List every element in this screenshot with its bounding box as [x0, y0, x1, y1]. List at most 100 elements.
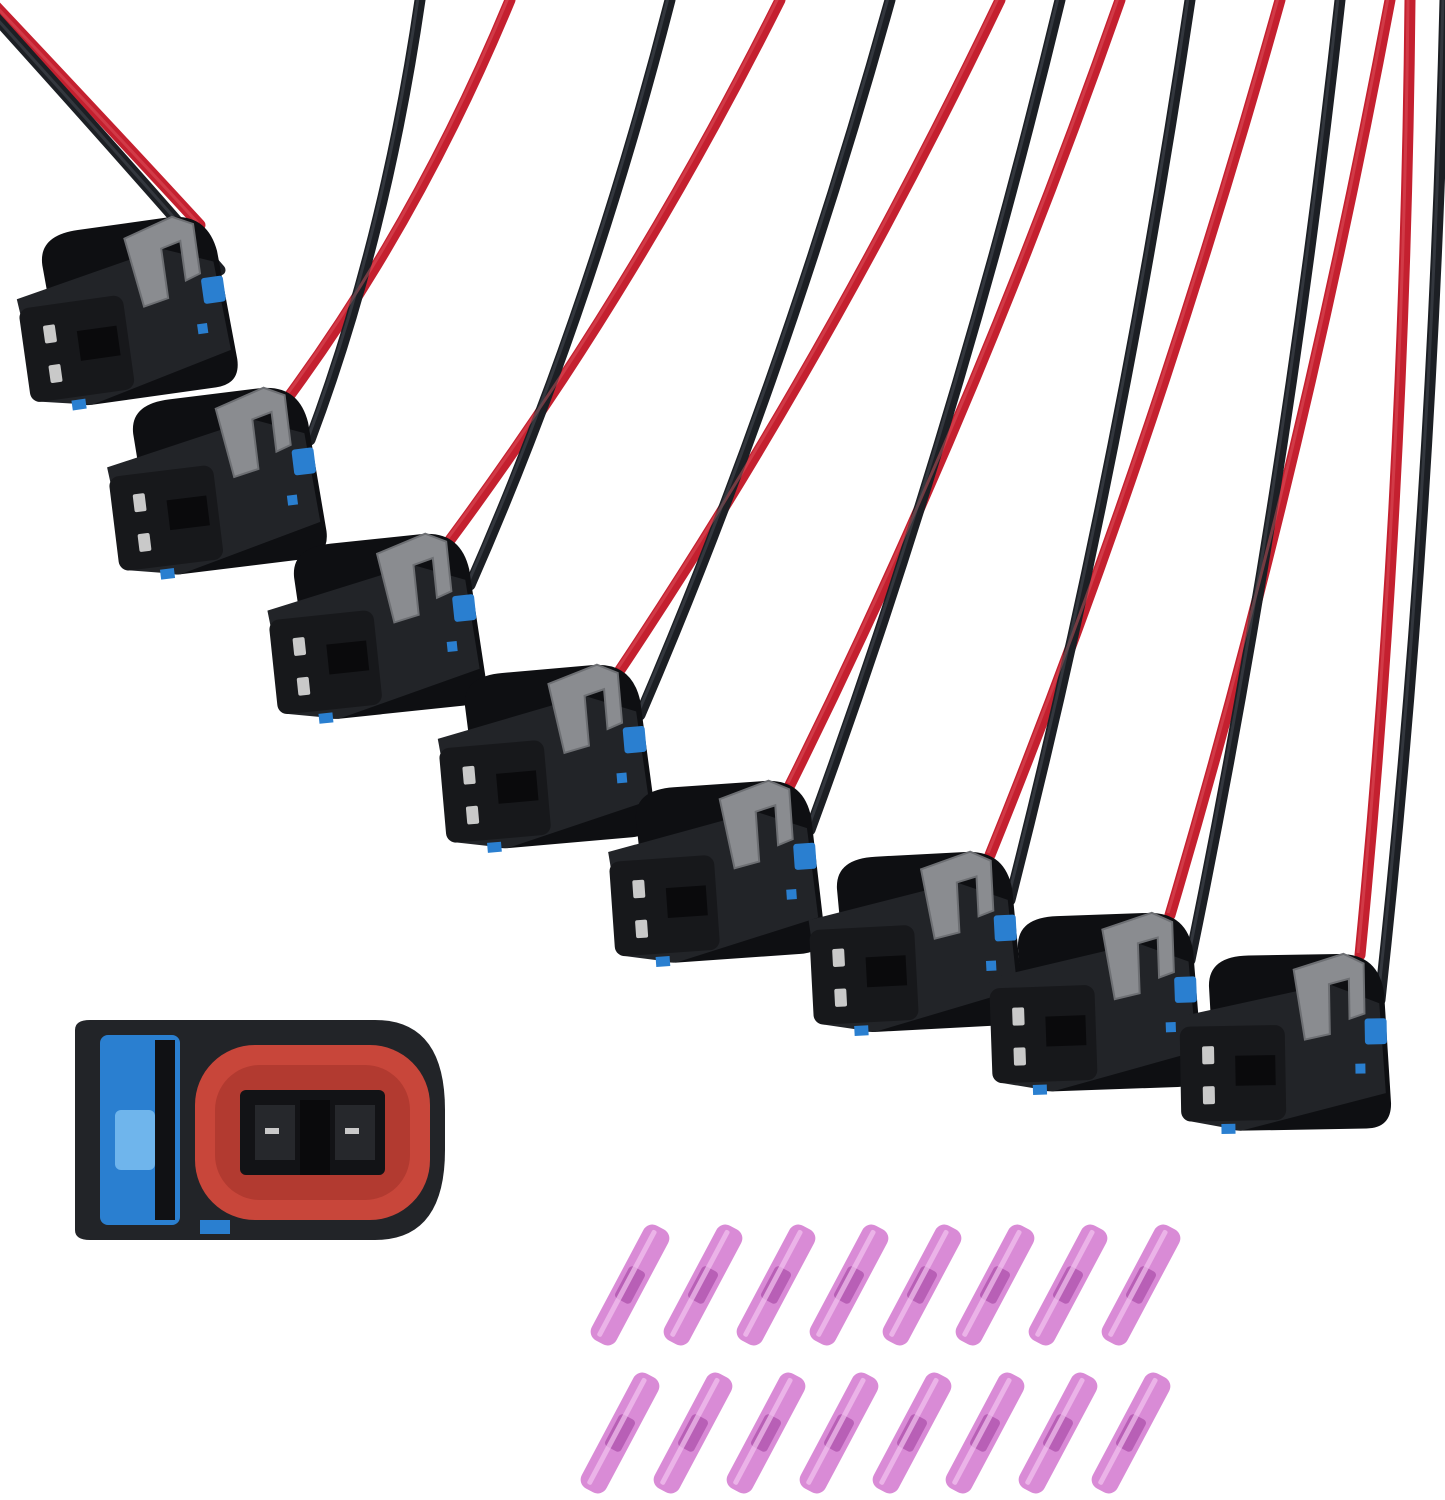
black-wire	[304, 0, 426, 446]
gray-latch	[375, 532, 453, 624]
terminal-slot	[462, 765, 476, 785]
tube-highlight	[1108, 1229, 1168, 1337]
red-wire-highlight	[616, 0, 999, 669]
terminal-slot	[1202, 1046, 1215, 1065]
blue-lock-tab	[793, 842, 817, 870]
red-wire-highlight	[286, 0, 509, 394]
tube-highlight	[879, 1377, 939, 1485]
terminal-slot	[48, 364, 63, 384]
gray-latch	[547, 663, 624, 755]
blue-lock-dot	[286, 494, 299, 506]
red-wire-highlight	[786, 0, 1119, 784]
black-wire	[804, 0, 1066, 836]
tube-highlight	[1098, 1377, 1158, 1485]
blue-bottom-clip	[1032, 1084, 1048, 1096]
keyway	[496, 770, 539, 804]
butt-connector	[872, 1372, 952, 1494]
blue-lock-dot	[786, 889, 797, 900]
butt-connector	[955, 1224, 1035, 1346]
blue-bottom-clip	[1221, 1123, 1236, 1135]
blue-lock-tab	[1364, 1018, 1387, 1045]
blue-lock-dot	[446, 641, 458, 652]
gray-latch	[1101, 911, 1175, 1001]
tube-highlight	[670, 1229, 730, 1337]
butt-connector	[736, 1224, 816, 1346]
tube-highlight	[733, 1377, 793, 1485]
gray-latch	[1292, 952, 1366, 1041]
front-terminal	[265, 1128, 279, 1134]
front-bottom-clip	[200, 1220, 230, 1234]
black-wire-highlight	[1376, 0, 1445, 999]
terminal-slot	[132, 493, 147, 513]
keyway	[865, 955, 908, 988]
red-wire	[1164, 0, 1396, 921]
front-terminal	[345, 1128, 359, 1134]
tube-highlight	[587, 1377, 647, 1485]
butt-connector	[1101, 1224, 1181, 1346]
blue-lock-tab	[993, 914, 1017, 942]
front-connector	[75, 1020, 445, 1240]
blue-lock-tab	[622, 726, 647, 754]
pigtail-connector	[437, 663, 655, 853]
terminal-slot	[465, 805, 480, 825]
connector-front-view	[75, 1020, 445, 1240]
gray-latch	[919, 850, 995, 940]
front-lock-divider	[155, 1040, 175, 1220]
blue-lock-tab	[452, 594, 477, 622]
pigtail-connector	[808, 850, 1023, 1037]
tube-highlight	[889, 1229, 949, 1337]
terminal-slot	[137, 532, 152, 552]
tube-highlight	[816, 1229, 876, 1337]
blue-bottom-clip	[854, 1025, 869, 1037]
mating-face	[109, 465, 223, 571]
gray-latch	[214, 386, 292, 479]
blue-bottom-clip	[159, 568, 176, 580]
red-wire	[0, 2, 206, 231]
front-keyway	[300, 1100, 330, 1175]
black-wire	[1374, 0, 1445, 1006]
butt-connector	[1028, 1224, 1108, 1346]
pigtail-connector	[16, 215, 238, 411]
blue-lock-dot	[197, 322, 209, 335]
terminal-slot	[1012, 1007, 1025, 1026]
red-wire	[284, 0, 516, 401]
blue-lock-dot	[1355, 1063, 1366, 1074]
red-wire	[614, 0, 1006, 676]
tube-highlight	[1035, 1229, 1095, 1337]
red-wire	[1354, 0, 1416, 961]
black-wire-highlight	[1006, 0, 1190, 899]
mating-face	[269, 610, 382, 715]
mating-face	[19, 295, 135, 402]
terminal-slot	[1013, 1047, 1026, 1066]
keyway	[326, 640, 370, 675]
keyway	[166, 495, 210, 531]
blue-lock-dot	[985, 960, 997, 972]
butt-connector	[809, 1224, 889, 1346]
front-blue-tab	[115, 1110, 155, 1170]
butt-connector	[653, 1372, 733, 1494]
red-wire-highlight	[446, 0, 779, 539]
butt-connector	[580, 1372, 660, 1494]
terminal-slot	[43, 324, 57, 344]
butt-connector	[882, 1224, 962, 1346]
tube-highlight	[743, 1229, 803, 1337]
keyway	[1235, 1055, 1276, 1086]
pigtail-connector	[267, 532, 486, 724]
terminal-slot	[635, 919, 649, 939]
black-wire-highlight	[466, 0, 670, 584]
pigtail-connector	[608, 779, 824, 967]
terminal-slot	[632, 879, 646, 899]
blue-lock-dot	[616, 772, 628, 784]
blue-lock-tab	[201, 275, 226, 304]
black-wire-highlight	[306, 0, 420, 439]
tube-highlight	[597, 1229, 657, 1337]
blue-bottom-clip	[655, 956, 671, 967]
butt-connector	[799, 1372, 879, 1494]
red-wire-highlight	[1166, 0, 1390, 914]
red-wire-highlight	[1356, 0, 1410, 954]
blue-bottom-clip	[71, 398, 87, 411]
black-wire	[1184, 0, 1346, 966]
pigtail-connectors	[16, 215, 1392, 1135]
red-wire	[984, 0, 1286, 861]
